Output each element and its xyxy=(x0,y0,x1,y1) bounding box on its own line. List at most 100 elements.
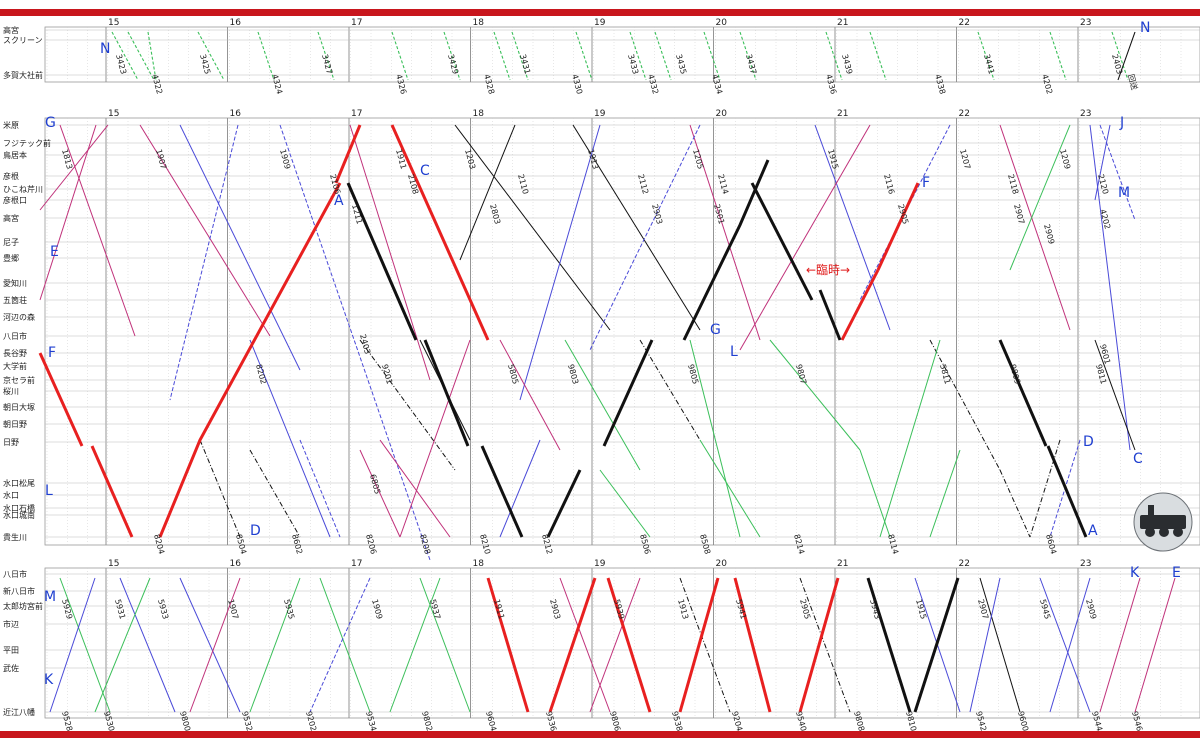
station-label: 市辺 xyxy=(3,619,19,629)
train-number: 9810 xyxy=(904,710,918,732)
station-label: 豊郷 xyxy=(3,253,19,263)
train-number: 5933 xyxy=(156,598,170,620)
station-label: ひこね芹川 xyxy=(3,184,43,194)
train-line xyxy=(1009,124,1071,271)
train-number: 2903 xyxy=(548,598,562,620)
train-number: 回送 xyxy=(1126,73,1140,91)
train-line xyxy=(654,31,672,81)
train-line xyxy=(1099,124,1136,221)
route-marker: F xyxy=(48,345,56,361)
train-line xyxy=(309,577,371,713)
train-line xyxy=(769,339,861,451)
highlight-train xyxy=(390,124,490,341)
train-line xyxy=(1099,577,1141,713)
train-line xyxy=(111,31,139,81)
train-line xyxy=(119,577,176,713)
train-number: 8604 xyxy=(1044,533,1058,555)
hour-label-21: 21 xyxy=(837,109,848,119)
train-line xyxy=(359,339,456,471)
station-label: 鳥居本 xyxy=(3,150,27,160)
hour-label-20: 20 xyxy=(716,109,728,119)
train-line xyxy=(419,577,471,713)
station-label: 水口城南 xyxy=(3,510,35,520)
train-line xyxy=(699,439,761,538)
hour-label-22: 22 xyxy=(959,109,970,119)
train-number: 3427 xyxy=(320,53,334,75)
train-number: 3437 xyxy=(744,53,758,75)
hour-label-19: 19 xyxy=(594,559,606,569)
train-number: 9803 xyxy=(566,363,580,385)
train-number: 5931 xyxy=(113,598,127,620)
hour-label-21: 21 xyxy=(837,18,848,28)
hour-label-21: 21 xyxy=(837,559,848,569)
station-label: 貴生川 xyxy=(3,532,27,542)
station-label: 彦根 xyxy=(3,171,19,181)
route-marker: N xyxy=(100,41,110,57)
train-line xyxy=(1039,577,1091,713)
train-line xyxy=(59,577,111,713)
train-number: 9201 xyxy=(380,363,394,385)
station-label: 京セラ前 xyxy=(3,375,35,385)
route-marker: D xyxy=(250,523,261,539)
train-number: 2403 xyxy=(358,333,372,355)
train-number: 8214 xyxy=(792,533,806,555)
train-number: 4324 xyxy=(270,73,284,95)
station-label: 八日市 xyxy=(3,569,27,579)
train-number: 4330 xyxy=(570,73,584,95)
station-label: 高宮 xyxy=(3,213,19,223)
train-number: 1813 xyxy=(60,148,74,170)
train-number: 1207 xyxy=(958,148,972,170)
train-line xyxy=(199,439,241,538)
train-number: 8210 xyxy=(478,533,492,555)
train-line xyxy=(689,124,761,341)
train-number: 8202 xyxy=(254,363,268,385)
station-label: 日野 xyxy=(3,438,19,447)
train-line xyxy=(197,31,225,81)
train-number: 3423 xyxy=(114,53,128,75)
highlight-train xyxy=(90,445,134,538)
train-line xyxy=(639,339,701,441)
highlight-train xyxy=(678,577,720,713)
train-number: 2907 xyxy=(976,598,990,620)
route-marker: A xyxy=(1088,523,1098,539)
train-line xyxy=(511,31,529,81)
hour-label-22: 22 xyxy=(959,18,970,28)
highlight-train xyxy=(486,577,530,713)
highlight-train xyxy=(480,445,524,538)
station-label: 大学前 xyxy=(3,361,27,371)
train-line xyxy=(459,124,516,261)
train-number: 1911 xyxy=(492,598,506,620)
train-line xyxy=(929,449,961,538)
train-line xyxy=(1029,439,1061,538)
train-line xyxy=(139,124,271,337)
train-line xyxy=(559,577,611,713)
train-line xyxy=(799,577,851,713)
route-marker: C xyxy=(420,163,430,179)
train-line xyxy=(825,31,843,81)
train-number: 8114 xyxy=(886,533,900,555)
highlight-train xyxy=(38,352,84,447)
train-line xyxy=(1094,339,1136,451)
train-number: 9600 xyxy=(1016,710,1030,732)
hour-label-17: 17 xyxy=(351,109,362,119)
station-label: 新八日市 xyxy=(3,586,35,596)
train-number: 2110 xyxy=(516,173,530,195)
hour-label-15: 15 xyxy=(108,559,119,569)
train-number: 8204 xyxy=(152,533,166,555)
hour-label-16: 16 xyxy=(230,109,242,119)
train-line xyxy=(1094,124,1111,201)
train-number: 1209 xyxy=(1058,148,1072,170)
train-line xyxy=(179,124,301,371)
train-number: 4334 xyxy=(710,73,724,95)
station-label: 五箇荘 xyxy=(3,295,27,305)
train-line xyxy=(703,31,721,81)
train-line xyxy=(169,124,239,401)
station-label: 水口 xyxy=(3,490,19,500)
highlight-train xyxy=(750,182,814,301)
train-line xyxy=(317,31,335,81)
panel-yokaichi-line xyxy=(44,567,1200,719)
panel-ohmi-ohmi-taisha xyxy=(44,26,1200,83)
train-number: 9546 xyxy=(1130,710,1144,732)
train-line xyxy=(189,577,241,713)
top-red-border xyxy=(0,9,1200,16)
